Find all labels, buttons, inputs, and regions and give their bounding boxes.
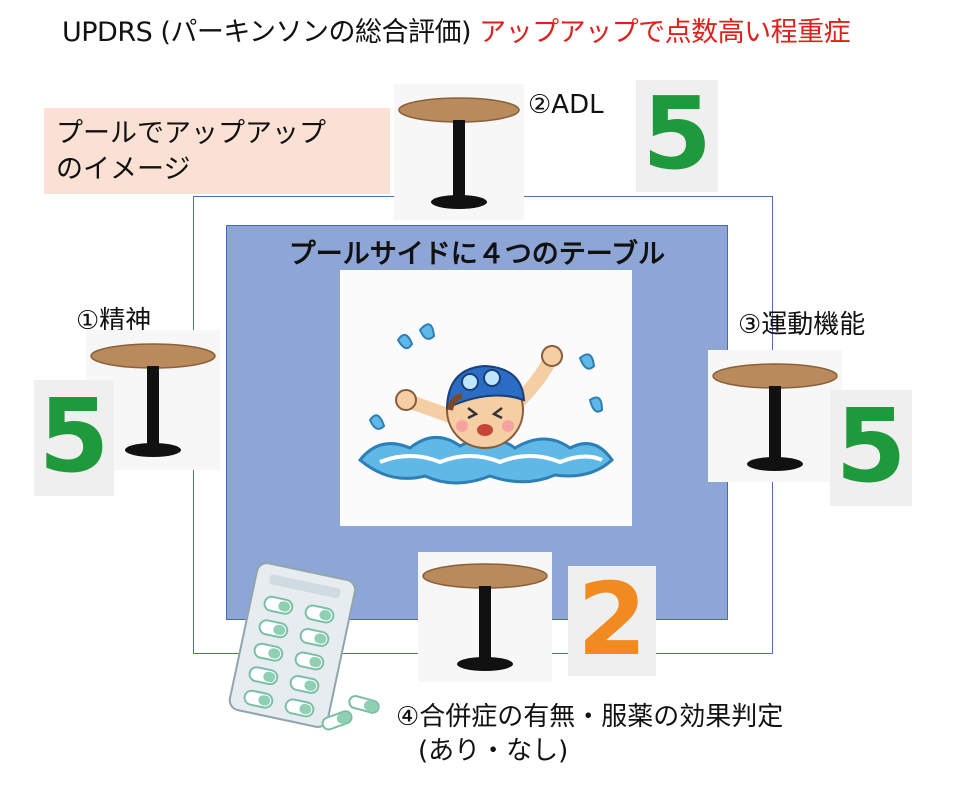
round-table-icon xyxy=(398,97,520,209)
pool-label: プールサイドに４つのテーブル xyxy=(288,239,666,270)
pill-blister-icon xyxy=(228,562,357,728)
swimmer-illustration xyxy=(340,270,632,526)
table-3-score: 5 xyxy=(835,387,907,506)
table-3-score-card: 5 xyxy=(830,390,912,506)
table-4-score: 2 xyxy=(577,561,647,678)
table-2-card xyxy=(394,84,524,220)
page-title: UPDRS (パーキンソンの総合評価) アップアップで点数高い程重症 xyxy=(62,10,851,49)
round-table-icon xyxy=(712,363,838,471)
table-3-label: ③運動機能 xyxy=(738,310,866,340)
note-box: プールでアップアップ のイメージ xyxy=(44,108,390,194)
table-4-sublabel: (あり・なし) xyxy=(418,736,569,766)
table-2-label: ②ADL xyxy=(528,90,604,120)
table-1-score: 5 xyxy=(38,377,110,496)
loose-capsules xyxy=(318,690,382,738)
round-table-icon xyxy=(90,343,216,457)
table-3-card xyxy=(708,350,842,482)
table-4-score-card: 2 xyxy=(568,566,656,676)
table-4-card xyxy=(418,552,552,682)
table-2-score-card: 5 xyxy=(636,80,718,192)
table-2-score: 5 xyxy=(642,75,712,192)
table-4-label: ④合併症の有無・服薬の効果判定 xyxy=(396,702,784,732)
swimming-boy-icon xyxy=(357,323,614,485)
round-table-icon xyxy=(422,563,548,671)
title-note: アップアップで点数高い程重症 xyxy=(479,17,851,48)
title-main: UPDRS (パーキンソンの総合評価) xyxy=(62,17,472,48)
table-1-score-card: 5 xyxy=(34,380,114,496)
medication-illustration xyxy=(212,562,382,738)
capsule-icon xyxy=(321,695,380,731)
